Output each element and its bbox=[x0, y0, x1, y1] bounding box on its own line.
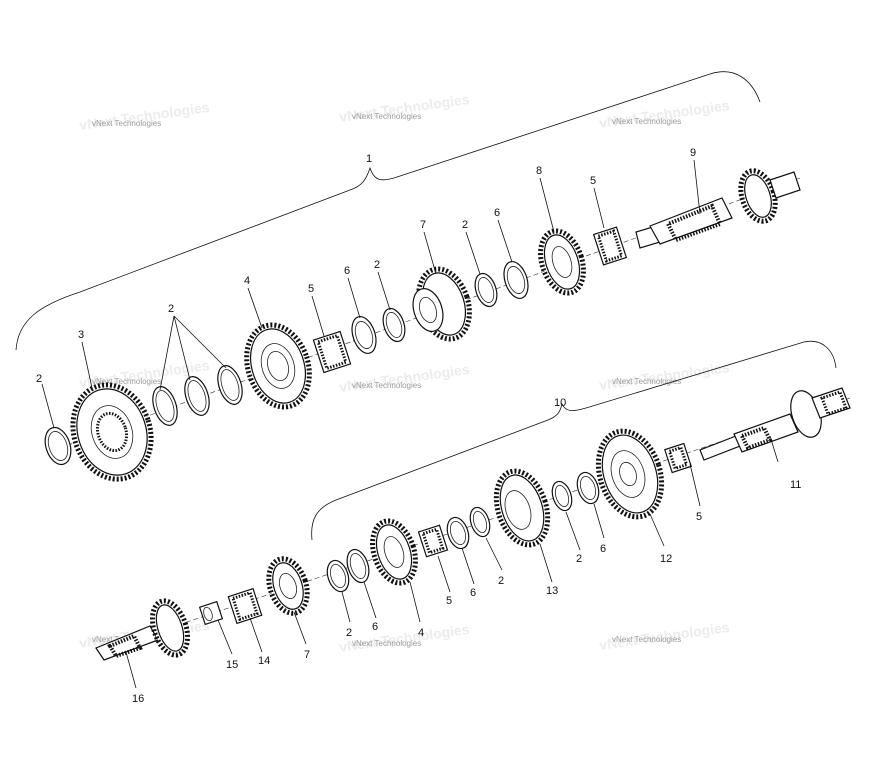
snap-ring bbox=[217, 365, 243, 405]
thrust-washer-inner bbox=[354, 321, 374, 349]
snap-ring-inner bbox=[47, 431, 69, 461]
snap-ring-inner bbox=[187, 380, 207, 412]
watermark: vNext Technologies bbox=[612, 635, 681, 644]
thrust-washer bbox=[503, 261, 529, 299]
watermark: vNext Technologies bbox=[352, 381, 421, 390]
thrust-washer-inner bbox=[579, 475, 597, 501]
gear-8 bbox=[538, 228, 586, 296]
thrust-washer-inner bbox=[449, 520, 467, 546]
lower-assembly-brace bbox=[311, 340, 837, 541]
callout-2: 2 bbox=[576, 553, 582, 565]
watermark-ghost: vNext Technologies bbox=[598, 359, 730, 393]
snap-ring-inner bbox=[329, 563, 347, 589]
callout-5: 5 bbox=[446, 595, 452, 607]
snap-ring-inner bbox=[220, 369, 240, 401]
gear-4 bbox=[244, 322, 312, 410]
snap-ring bbox=[44, 426, 72, 466]
callout-2: 2 bbox=[36, 373, 42, 385]
watermark: vNext Technologies bbox=[352, 639, 421, 648]
callout-13: 13 bbox=[546, 585, 558, 597]
shaft-11 bbox=[699, 387, 851, 461]
gear-7-lower bbox=[266, 556, 310, 616]
snap-ring bbox=[382, 307, 406, 343]
thrust-washer bbox=[576, 471, 600, 505]
watermark-ghost: vNext Technologies bbox=[338, 621, 470, 655]
callout-4: 4 bbox=[418, 627, 424, 639]
callout-6: 6 bbox=[372, 621, 378, 633]
callout-labels: 1 2 3 2 4 5 6 2 7 2 6 8 5 9 10 11 5 12 6… bbox=[36, 147, 801, 705]
callout-7: 7 bbox=[420, 219, 426, 231]
watermark: vNext Technologies bbox=[92, 377, 161, 386]
callout-11: 11 bbox=[790, 479, 801, 491]
needle-bearing-5 bbox=[312, 330, 352, 374]
callout-2: 2 bbox=[498, 575, 504, 587]
snap-ring-inner bbox=[385, 312, 403, 338]
thrust-washer-inner bbox=[349, 553, 367, 579]
snap-ring-inner bbox=[554, 484, 570, 508]
snap-ring-inner bbox=[472, 510, 488, 534]
callout-6: 6 bbox=[494, 207, 500, 219]
needle-bearing-5b bbox=[592, 226, 628, 266]
watermark: vNext Technologies bbox=[92, 119, 161, 128]
leader-lines bbox=[41, 159, 779, 689]
upper-assembly-brace bbox=[15, 71, 761, 351]
callout-2: 2 bbox=[346, 627, 352, 639]
callout-7: 7 bbox=[304, 649, 310, 661]
watermark: vNext Technologies bbox=[612, 117, 681, 126]
bearing-15 bbox=[198, 600, 224, 626]
snap-ring bbox=[326, 559, 350, 593]
watermark: vNext Technologies bbox=[352, 112, 421, 121]
gear-13 bbox=[493, 468, 551, 548]
bearing-14 bbox=[227, 587, 263, 625]
callout-3: 3 bbox=[78, 329, 84, 341]
gear-4-lower bbox=[370, 518, 418, 586]
gear-12 bbox=[595, 428, 665, 520]
snap-ring-inner bbox=[155, 390, 175, 422]
callout-12: 12 bbox=[660, 553, 672, 565]
snap-ring bbox=[152, 386, 178, 426]
snap-ring-inner bbox=[477, 277, 495, 303]
callout-6: 6 bbox=[600, 543, 606, 555]
callout-15: 15 bbox=[226, 659, 238, 671]
snap-ring bbox=[474, 272, 498, 308]
shaft-16 bbox=[95, 598, 191, 661]
callout-5: 5 bbox=[590, 175, 596, 187]
callout-2: 2 bbox=[462, 219, 468, 231]
callout-14: 14 bbox=[258, 655, 270, 667]
callout-5: 5 bbox=[696, 511, 702, 523]
callout-10: 10 bbox=[554, 397, 566, 409]
snap-ring bbox=[469, 506, 491, 538]
thrust-washer bbox=[346, 548, 370, 584]
snap-ring bbox=[184, 376, 210, 416]
thrust-washer bbox=[351, 316, 377, 354]
callout-2: 2 bbox=[374, 259, 380, 271]
callout-5: 5 bbox=[308, 283, 314, 295]
thrust-washer-inner bbox=[506, 266, 526, 294]
callout-6: 6 bbox=[470, 587, 476, 599]
gear-7 bbox=[412, 266, 472, 342]
callout-4: 4 bbox=[244, 275, 250, 287]
snap-ring bbox=[551, 480, 573, 512]
shaft-9 bbox=[635, 168, 801, 249]
gear-3 bbox=[70, 382, 154, 482]
callout-8: 8 bbox=[536, 165, 542, 177]
thrust-washer bbox=[446, 516, 470, 550]
callout-16: 16 bbox=[132, 693, 144, 705]
callout-1: 1 bbox=[366, 153, 372, 165]
needle-bearing-5d bbox=[664, 442, 692, 474]
callout-2: 2 bbox=[168, 303, 174, 315]
needle-bearing-5c bbox=[417, 524, 449, 558]
callout-9: 9 bbox=[690, 147, 696, 159]
callout-6: 6 bbox=[344, 265, 350, 277]
watermark: vNext Technologies bbox=[612, 377, 681, 386]
